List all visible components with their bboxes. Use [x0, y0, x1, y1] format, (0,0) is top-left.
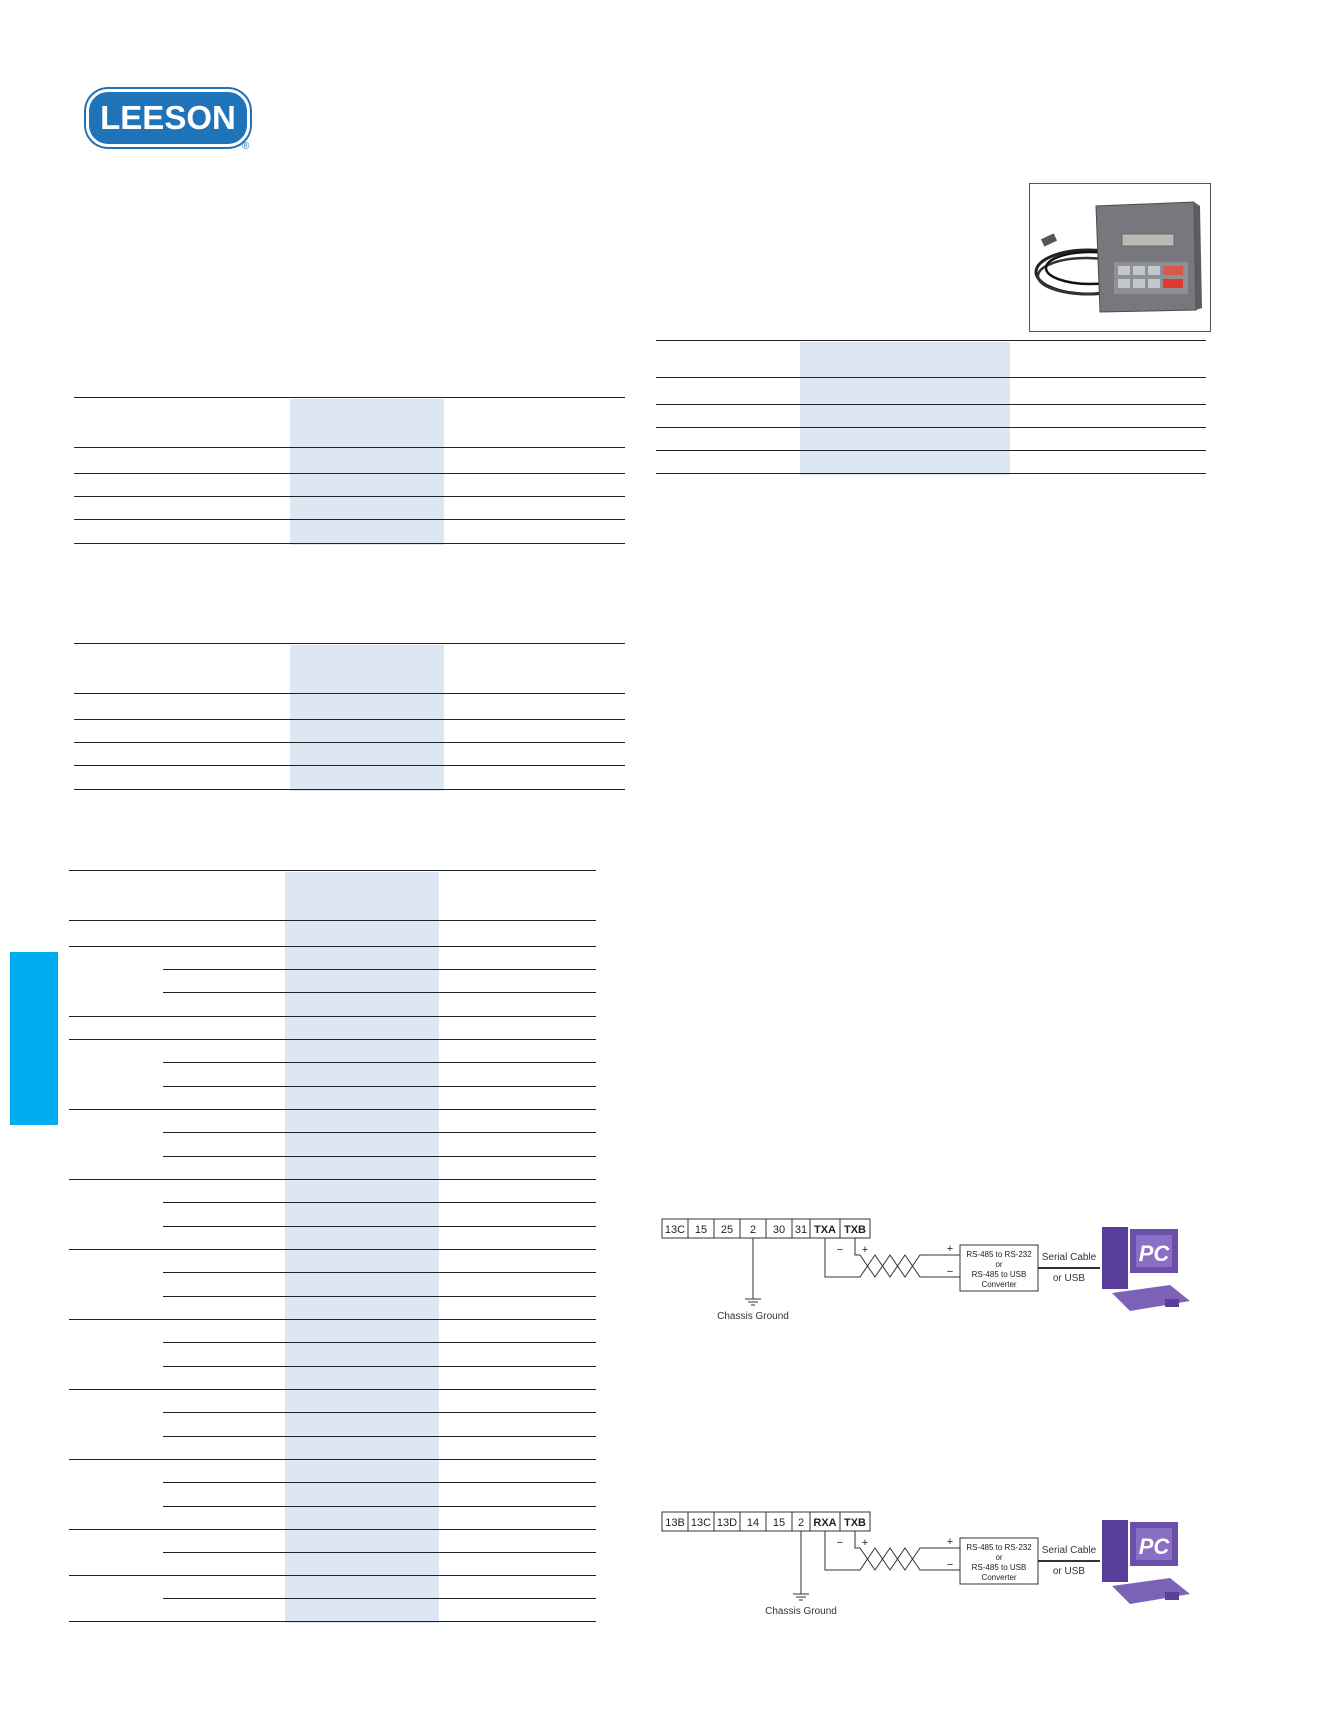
terminal-strip: 13B 13C 13D 14 15 2 RXA TXB [661, 1511, 871, 1532]
converter-box [959, 1244, 1039, 1292]
terminal-15: 15 [773, 1517, 785, 1529]
terminal-14: 14 [747, 1517, 759, 1529]
terminal-15: 15 [695, 1224, 707, 1236]
section-side-tab [10, 952, 58, 1125]
terminal-30: 30 [773, 1224, 785, 1236]
terminal-13b: 13B [665, 1517, 685, 1529]
minus-sign: − [837, 1244, 843, 1256]
converter-line-4: Converter [981, 1280, 1016, 1289]
left-spec-table-3 [69, 870, 596, 1623]
converter-minus: − [947, 1266, 953, 1278]
left-spec-table-2 [74, 643, 625, 791]
converter-line-2: or [995, 1553, 1002, 1562]
keypad-illustration [1034, 201, 1202, 313]
converter-line-1: RS-485 to RS-232 [966, 1250, 1032, 1259]
pc-label: PC [1139, 1241, 1171, 1266]
plus-sign: + [862, 1537, 868, 1549]
converter-line-3: RS-485 to USB [972, 1270, 1027, 1279]
terminal-25: 25 [721, 1224, 733, 1236]
terminal-13d: 13D [717, 1517, 737, 1529]
pc-icon: PC [1102, 1520, 1190, 1604]
plus-sign: + [862, 1244, 868, 1256]
terminal-31: 31 [795, 1224, 807, 1236]
terminal-13c: 13C [691, 1517, 711, 1529]
minus-sign: − [837, 1537, 843, 1549]
converter-minus: − [947, 1559, 953, 1571]
chassis-ground-label: Chassis Ground [765, 1606, 837, 1617]
cable-label-1: Serial Cable [1042, 1545, 1097, 1556]
terminal-txa: TXA [814, 1224, 836, 1236]
keypad-product-photo [1029, 183, 1211, 332]
pc-icon: PC [1102, 1227, 1190, 1311]
terminal-strip: 13C 15 25 2 30 31 TXA TXB [661, 1218, 871, 1239]
leeson-logo: LEESON [86, 89, 250, 147]
wiring-diagram-top: 13C 15 25 2 30 31 TXA TXB Chassis Ground… [661, 1218, 1190, 1322]
converter-line-2: or [995, 1260, 1002, 1269]
cable-label-2: or USB [1053, 1566, 1086, 1577]
cable-label-1: Serial Cable [1042, 1252, 1097, 1263]
converter-plus: + [947, 1243, 953, 1255]
chassis-ground-label: Chassis Ground [717, 1311, 789, 1322]
converter-box [959, 1537, 1039, 1585]
terminal-txb: TXB [844, 1517, 866, 1529]
cable-label-2: or USB [1053, 1273, 1086, 1284]
terminal-2: 2 [798, 1517, 804, 1529]
terminal-txb: TXB [844, 1224, 866, 1236]
pc-label: PC [1139, 1534, 1171, 1559]
terminal-13c: 13C [665, 1224, 685, 1236]
terminal-rxa: RXA [813, 1517, 836, 1529]
wiring-diagram-bottom: 13B 13C 13D 14 15 2 RXA TXB Chassis Grou… [661, 1511, 1190, 1617]
right-spec-table [656, 340, 1206, 475]
logo-text: LEESON [100, 99, 236, 136]
registered-mark: ® [242, 141, 250, 152]
left-spec-table-1 [74, 397, 625, 545]
converter-line-3: RS-485 to USB [972, 1563, 1027, 1572]
converter-line-4: Converter [981, 1573, 1016, 1582]
converter-plus: + [947, 1536, 953, 1548]
converter-line-1: RS-485 to RS-232 [966, 1543, 1032, 1552]
terminal-2: 2 [750, 1224, 756, 1236]
